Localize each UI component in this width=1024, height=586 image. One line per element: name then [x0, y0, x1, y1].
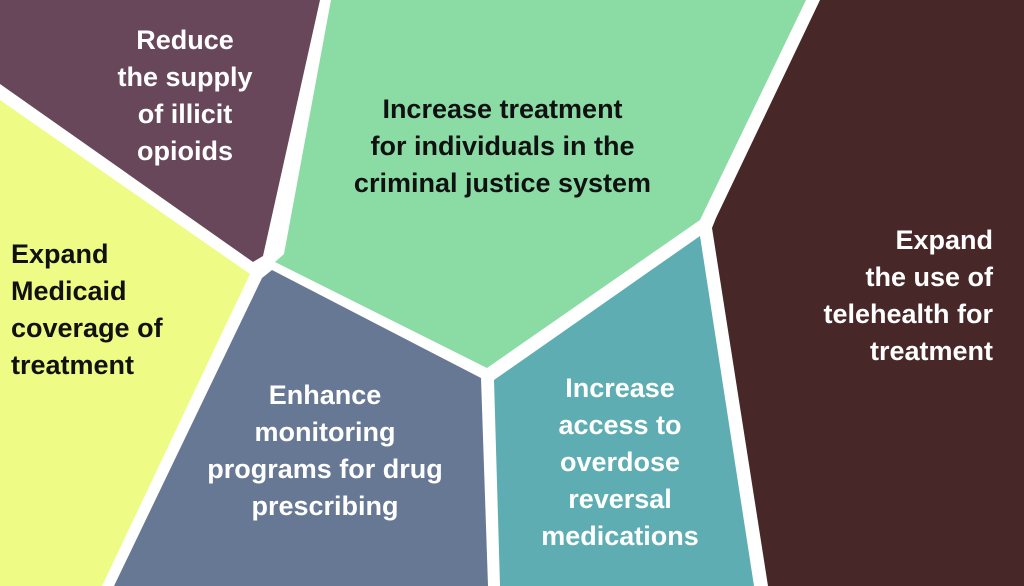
- region-monitoring-label: Enhance monitoring programs for drug pre…: [207, 380, 443, 521]
- region-criminal-justice-shape: [275, 0, 806, 368]
- region-medicaid-label: Expand Medicaid coverage of treatment: [11, 239, 163, 380]
- region-monitoring-shape: [114, 270, 488, 586]
- region-telehealth-label: Expand the use of telehealth for treatme…: [823, 225, 993, 366]
- region-reduce-supply-label: Reduce the supply of illicit opioids: [117, 25, 253, 166]
- region-overdose-reversal-label: Increase access to overdose reversal med…: [541, 373, 699, 551]
- region-medicaid-shape: [0, 100, 250, 586]
- region-criminal-justice-label: Increase treatment for individuals in th…: [353, 94, 652, 198]
- region-telehealth-shape: [712, 0, 1024, 586]
- region-overdose-reversal-shape: [494, 236, 754, 586]
- region-reduce-supply-shape: [0, 0, 320, 262]
